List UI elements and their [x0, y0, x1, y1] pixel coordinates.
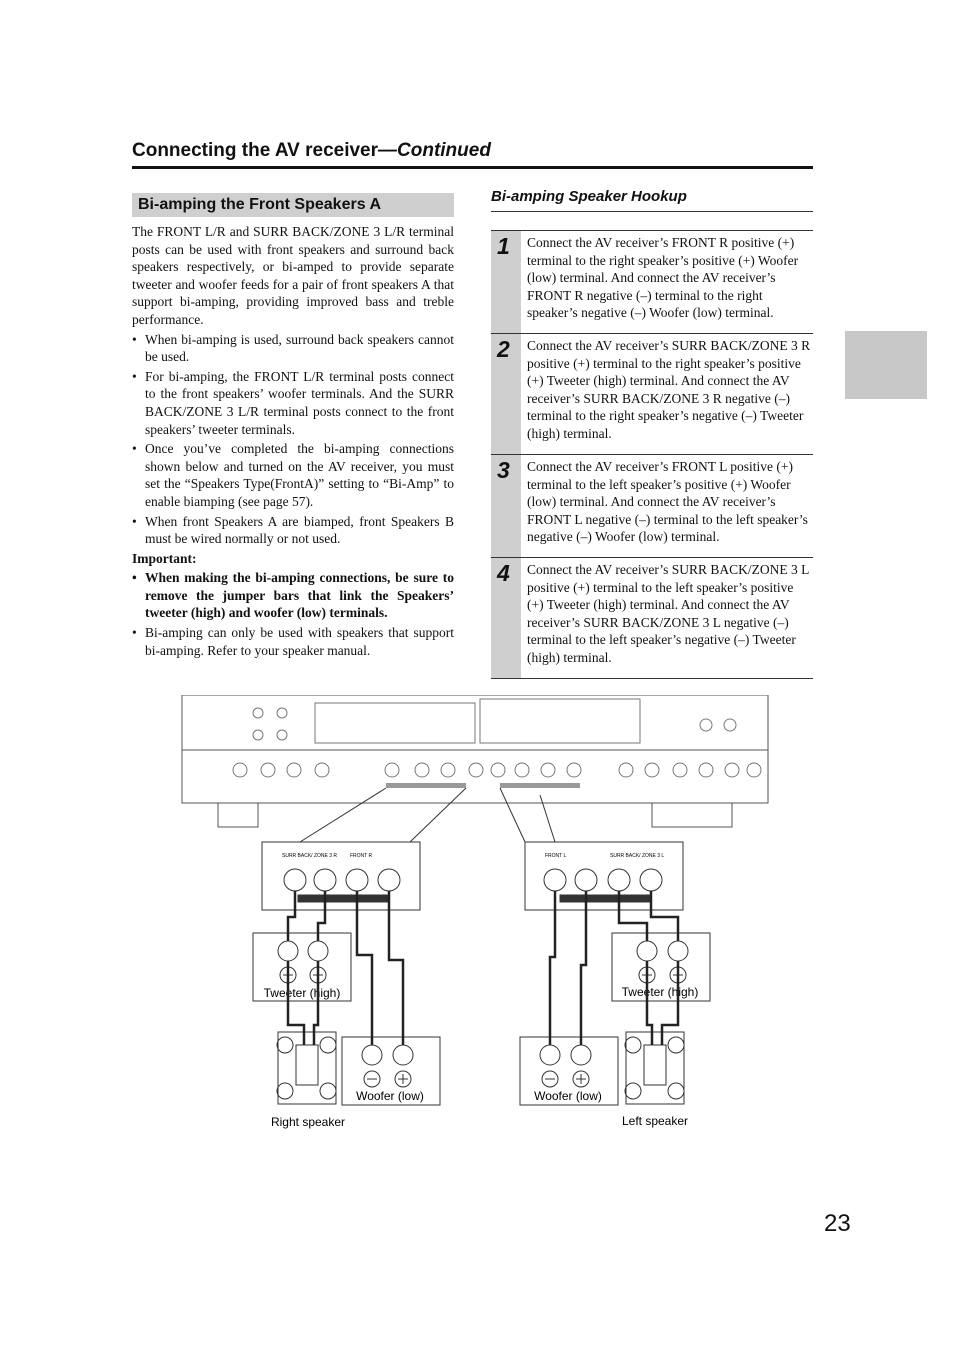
left-woofer-label: Woofer (low) — [534, 1089, 602, 1103]
left-speaker — [624, 1031, 685, 1105]
header-rule — [132, 166, 813, 169]
note-item: Bi-amping can only be used with speakers… — [132, 624, 454, 659]
page-header: Connecting the AV receiver—Continued — [132, 139, 813, 169]
intro-paragraph: The FRONT L/R and SURR BACK/ZONE 3 L/R t… — [132, 224, 454, 327]
front-l-label: FRONT L — [545, 853, 567, 859]
step-row: 2 Connect the AV receiver’s SURR BACK/ZO… — [491, 334, 813, 455]
step-text: Connect the AV receiver’s SURR BACK/ZONE… — [527, 338, 811, 441]
bullet-item: For bi-amping, the FRONT L/R terminal po… — [132, 368, 454, 438]
right-speaker — [276, 1031, 337, 1105]
surr-back-l-label: SURR BACK/ ZONE 3 L — [610, 853, 664, 859]
left-terminal-box — [524, 841, 684, 911]
step-text: Connect the AV receiver’s FRONT R positi… — [527, 235, 799, 321]
steps-table: 1 Connect the AV receiver’s FRONT R posi… — [491, 230, 813, 679]
important-item: When making the bi-amping connections, b… — [132, 569, 454, 622]
chapter-tab — [845, 331, 927, 399]
section-title: Bi-amping the Front Speakers A — [132, 193, 454, 217]
right-woofer-terminals — [341, 1036, 441, 1106]
hookup-rule — [491, 211, 813, 212]
speaker-wires — [286, 891, 680, 1045]
step-text: Connect the AV receiver’s FRONT L positi… — [527, 459, 808, 545]
page-title: Connecting the AV receiver—Continued — [132, 139, 813, 163]
left-tweeter-terminals — [611, 932, 711, 1002]
right-column: Bi-amping Speaker Hookup 1 Connect the A… — [491, 186, 813, 679]
step-row: 1 Connect the AV receiver’s FRONT R posi… — [491, 231, 813, 334]
page-number: 23 — [824, 1210, 851, 1237]
bullet-item: When bi-amping is used, surround back sp… — [132, 331, 454, 366]
step-number: 2 — [491, 334, 521, 454]
bullet-item: When front Speakers A are biamped, front… — [132, 513, 454, 548]
step-row: 4 Connect the AV receiver’s SURR BACK/ZO… — [491, 558, 813, 679]
bullet-list: When bi-amping is used, surround back sp… — [132, 331, 454, 548]
surr-back-r-label: SURR BACK/ ZONE 3 R — [282, 853, 337, 859]
right-woofer-label: Woofer (low) — [356, 1089, 424, 1103]
zoom-lines — [299, 787, 556, 843]
left-woofer-terminals — [519, 1036, 619, 1106]
step-number: 1 — [491, 231, 521, 333]
step-number: 4 — [491, 558, 521, 678]
important-label: Important: — [132, 550, 197, 566]
important-list: When making the bi-amping connections, b… — [132, 569, 454, 622]
biamp-wiring-diagram: SURR BACK/ ZONE 3 R FRONT R FRONT L SURR… — [181, 695, 769, 1129]
step-row: 3 Connect the AV receiver’s FRONT L posi… — [491, 455, 813, 558]
right-speaker-label: Right speaker — [271, 1115, 345, 1129]
left-speaker-label: Left speaker — [622, 1114, 688, 1128]
front-r-label: FRONT R — [350, 853, 373, 859]
step-text: Connect the AV receiver’s SURR BACK/ZONE… — [527, 562, 809, 665]
right-tweeter-label: Tweeter (high) — [264, 986, 341, 1000]
receiver-rear-panel — [181, 695, 769, 828]
hookup-title: Bi-amping Speaker Hookup — [491, 188, 687, 205]
note-list: Bi-amping can only be used with speakers… — [132, 624, 454, 659]
bullet-item: Once you’ve completed the bi-amping conn… — [132, 440, 454, 510]
title-text: Connecting the AV receiver — [132, 140, 379, 161]
step-number: 3 — [491, 455, 521, 557]
left-column: Bi-amping the Front Speakers A The FRONT… — [132, 193, 454, 661]
right-terminal-box — [261, 841, 421, 911]
continued-text: —Continued — [378, 140, 491, 161]
left-tweeter-label: Tweeter (high) — [622, 985, 699, 999]
